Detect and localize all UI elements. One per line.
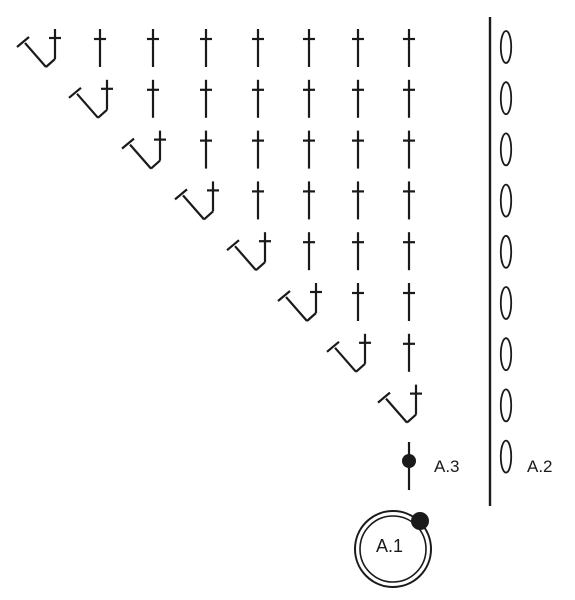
- treble-crochet-symbol: [200, 130, 212, 169]
- treble-crochet-symbol: [403, 232, 415, 271]
- ring-join-dot-symbol: [411, 512, 429, 530]
- treble-crochet-symbol: [303, 29, 315, 67]
- treble-crochet-symbol: [352, 29, 364, 67]
- magic-ring-outer: [354, 510, 432, 588]
- chain-oval-symbol: [499, 30, 513, 64]
- treble-crochet-symbol: [303, 232, 315, 271]
- treble-crochet-symbol: [352, 130, 364, 169]
- v-stitch-symbol: [121, 130, 166, 170]
- label-a3: A.3: [434, 457, 460, 476]
- label-a1: A.1: [376, 536, 404, 556]
- treble-crochet-symbol: [252, 29, 264, 67]
- chain-oval-symbol: [499, 234, 513, 269]
- treble-crochet-symbol: [403, 333, 415, 372]
- treble-crochet-symbol: [252, 181, 264, 220]
- slip-stitch-dot-symbol: [402, 454, 416, 468]
- chain-oval-symbol: [499, 388, 513, 423]
- treble-crochet-symbol: [252, 130, 264, 169]
- v-stitch-symbol: [226, 232, 271, 272]
- stitch-layer: [16, 29, 513, 474]
- treble-crochet-symbol: [303, 181, 315, 220]
- chain-oval-symbol: [499, 439, 513, 474]
- chain-oval-symbol: [499, 337, 513, 372]
- treble-crochet-symbol: [94, 29, 106, 67]
- treble-crochet-symbol: [147, 79, 159, 118]
- v-stitch-symbol: [326, 333, 371, 373]
- v-stitch-symbol: [377, 384, 422, 424]
- treble-crochet-symbol: [403, 283, 415, 321]
- treble-crochet-symbol: [352, 79, 364, 118]
- magic-ring-inner: [359, 515, 427, 583]
- treble-crochet-symbol: [403, 181, 415, 220]
- v-stitch-symbol: [68, 79, 113, 119]
- treble-crochet-symbol: [200, 29, 212, 67]
- v-stitch-symbol: [16, 29, 61, 68]
- treble-crochet-symbol: [303, 130, 315, 169]
- treble-crochet-symbol: [200, 79, 212, 118]
- treble-crochet-symbol: [252, 79, 264, 118]
- v-stitch-symbol: [277, 283, 322, 322]
- treble-crochet-symbol: [403, 130, 415, 169]
- treble-crochet-symbol: [147, 29, 159, 67]
- chain-oval-symbol: [499, 132, 513, 167]
- treble-crochet-symbol: [303, 79, 315, 118]
- treble-crochet-symbol: [352, 232, 364, 271]
- treble-crochet-symbol: [403, 79, 415, 118]
- v-stitch-symbol: [174, 181, 219, 221]
- chain-oval-symbol: [499, 81, 513, 116]
- treble-crochet-symbol: [352, 181, 364, 220]
- treble-crochet-symbol: [352, 283, 364, 321]
- chain-oval-symbol: [499, 286, 513, 320]
- chain-oval-symbol: [499, 183, 513, 218]
- treble-crochet-symbol: [403, 29, 415, 67]
- label-a2: A.2: [527, 457, 553, 476]
